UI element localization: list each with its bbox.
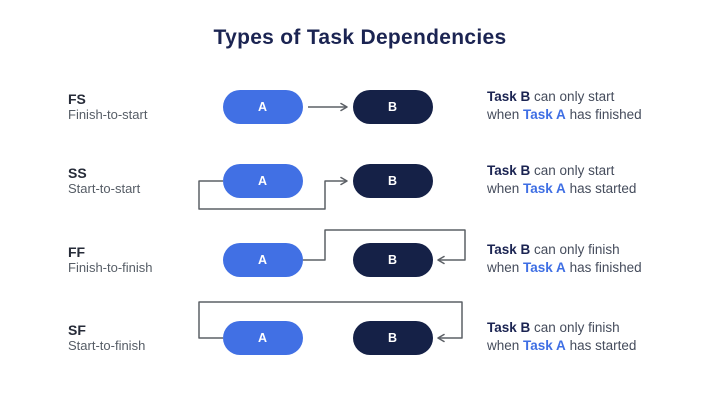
task-a-ref: Task A [523, 260, 566, 275]
dependency-label-ff: FF Finish-to-finish [68, 244, 153, 276]
desc-text: when [487, 338, 524, 353]
dependency-label-sf: SF Start-to-finish [68, 322, 145, 354]
desc-text: has started [565, 181, 637, 196]
dependency-name: Finish-to-start [68, 107, 148, 122]
dependency-name: Start-to-finish [68, 338, 146, 353]
task-b-ref: Task B [487, 163, 531, 178]
task-b-label: B [387, 100, 399, 114]
desc-text: can only start [530, 89, 615, 104]
task-a-pill: A [223, 321, 303, 355]
desc-text: when [487, 181, 524, 196]
desc-text: can only finish [530, 320, 620, 335]
task-a-label: A [257, 253, 269, 267]
dependency-name: Finish-to-finish [68, 260, 153, 275]
dependency-description-ff: Task B can only finish when Task A has f… [487, 241, 687, 277]
task-b-pill: B [353, 243, 433, 277]
dependency-abbr: SS [68, 165, 87, 181]
desc-text: has finished [565, 107, 642, 122]
task-b-ref: Task B [487, 320, 531, 335]
task-b-label: B [387, 174, 399, 188]
desc-text: has started [565, 338, 637, 353]
dependency-abbr: SF [68, 322, 86, 338]
page-title: Types of Task Dependencies [213, 26, 507, 49]
task-b-pill: B [353, 90, 433, 124]
task-b-ref: Task B [487, 242, 531, 257]
task-b-label: B [387, 331, 399, 345]
task-a-pill: A [223, 164, 303, 198]
dependency-description-fs: Task B can only start when Task A has fi… [487, 88, 687, 124]
desc-text: can only start [530, 163, 615, 178]
task-b-pill: B [353, 164, 433, 198]
task-a-label: A [257, 100, 269, 114]
dependency-label-fs: FS Finish-to-start [68, 91, 147, 123]
desc-text: when [487, 260, 524, 275]
dependency-label-ss: SS Start-to-start [68, 165, 140, 197]
task-a-pill: A [223, 90, 303, 124]
task-a-label: A [257, 174, 269, 188]
dependency-description-sf: Task B can only finish when Task A has s… [487, 319, 687, 355]
desc-text: can only finish [530, 242, 620, 257]
dependency-description-ss: Task B can only start when Task A has st… [487, 162, 687, 198]
task-a-ref: Task A [523, 181, 566, 196]
task-a-ref: Task A [523, 338, 566, 353]
desc-text: has finished [565, 260, 642, 275]
dependency-abbr: FF [68, 244, 86, 260]
task-a-label: A [257, 331, 269, 345]
task-b-ref: Task B [487, 89, 531, 104]
dependency-abbr: FS [68, 91, 86, 107]
dependency-name: Start-to-start [68, 181, 141, 196]
desc-text: when [487, 107, 524, 122]
task-a-pill: A [223, 243, 303, 277]
task-b-pill: B [353, 321, 433, 355]
task-b-label: B [387, 253, 399, 267]
task-a-ref: Task A [523, 107, 566, 122]
